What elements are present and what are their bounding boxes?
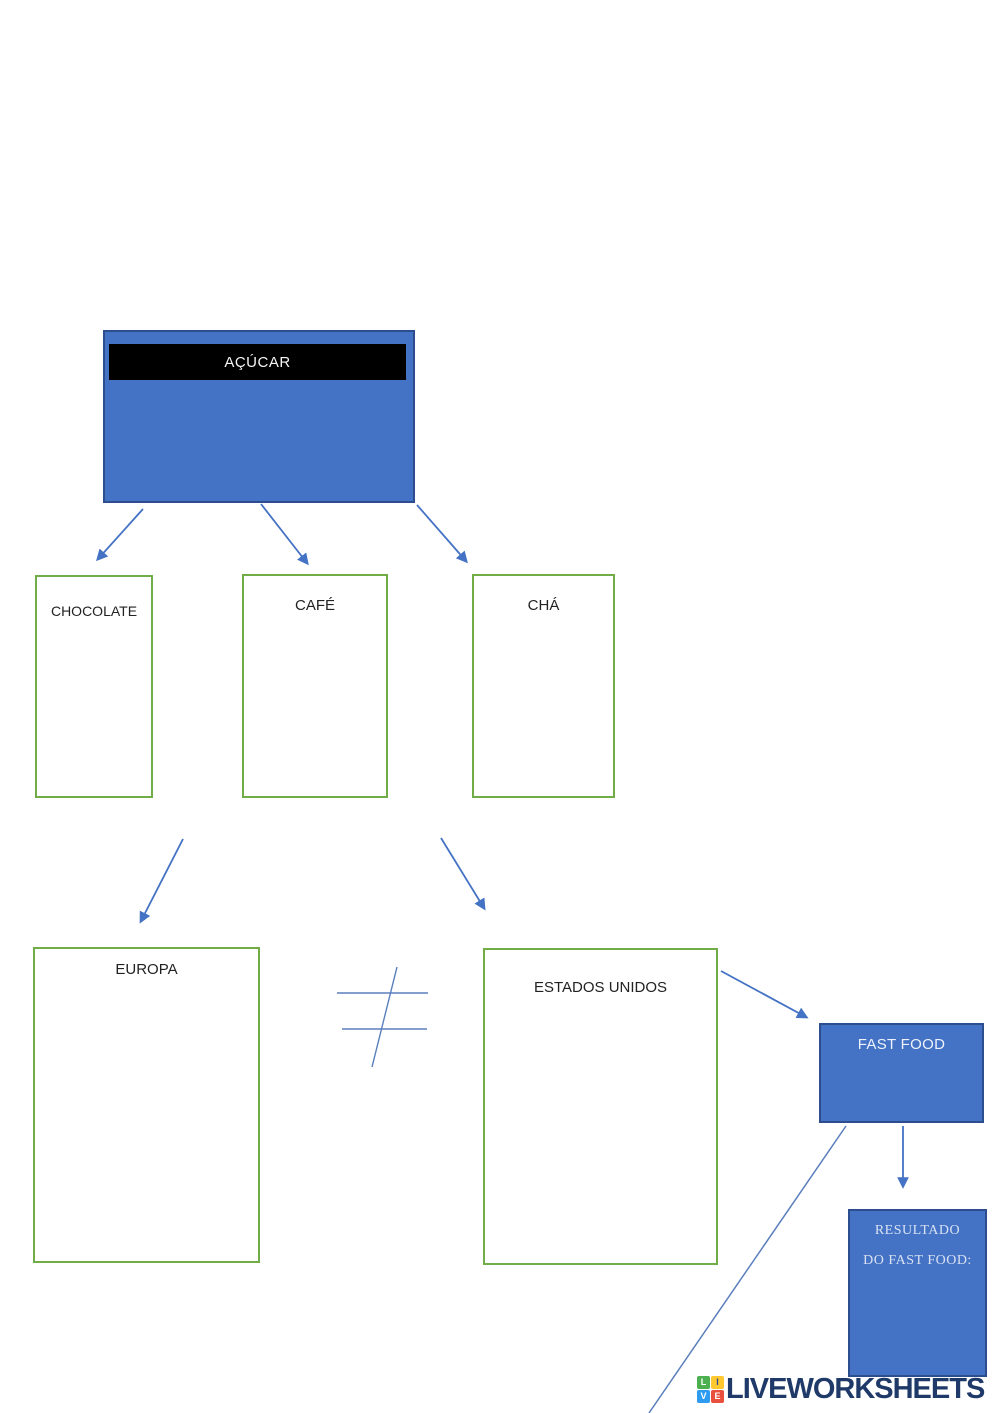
acucar-title-band: AÇÚCAR — [109, 344, 406, 380]
resultado-label-line2: DO FAST FOOD: — [863, 1253, 972, 1268]
resultado-box[interactable]: RESULTADO DO FAST FOOD: — [848, 1209, 987, 1377]
arrow-acucar-to-cafe — [260, 503, 309, 566]
acucar-label: AÇÚCAR — [224, 353, 291, 371]
estados-unidos-label: ESTADOS UNIDOS — [533, 979, 668, 996]
chocolate-label: CHOCOLATE — [50, 603, 138, 619]
acucar-box[interactable]: AÇÚCAR — [103, 330, 415, 503]
liveworksheets-wordmark: LIVEWORKSHEETS — [726, 1372, 985, 1405]
cha-box[interactable]: CHÁ — [472, 574, 615, 798]
arrow-acucar-to-chocolate — [96, 508, 144, 562]
arrow-row1-to-estados — [440, 837, 486, 911]
cafe-box[interactable]: CAFÉ — [242, 574, 388, 798]
europa-box[interactable]: EUROPA — [33, 947, 260, 1263]
arrow-acucar-to-cha — [416, 504, 468, 564]
cha-label: CHÁ — [527, 597, 560, 614]
liveworksheets-tiles-icon: L I V E — [697, 1375, 724, 1403]
logo-tile-e: E — [711, 1389, 724, 1403]
arrow-estados-to-fastfood — [720, 970, 809, 1019]
chocolate-box[interactable]: CHOCOLATE — [35, 575, 153, 798]
cafe-label: CAFÉ — [294, 597, 335, 614]
fast-food-label: FAST FOOD — [857, 1036, 946, 1053]
logo-tile-i: I — [711, 1375, 724, 1389]
liveworksheets-logo[interactable]: L I V E LIVEWORKSHEETS — [697, 1372, 985, 1406]
not-equal-slash-line — [371, 966, 398, 1068]
fast-food-box[interactable]: FAST FOOD — [819, 1023, 984, 1123]
arrow-row1-to-europa — [139, 838, 184, 924]
estados-unidos-box[interactable]: ESTADOS UNIDOS — [483, 948, 718, 1265]
resultado-label-line1: RESULTADO — [874, 1223, 961, 1238]
europa-label: EUROPA — [115, 961, 178, 978]
logo-tile-v: V — [697, 1389, 710, 1403]
logo-tile-l: L — [697, 1375, 710, 1389]
